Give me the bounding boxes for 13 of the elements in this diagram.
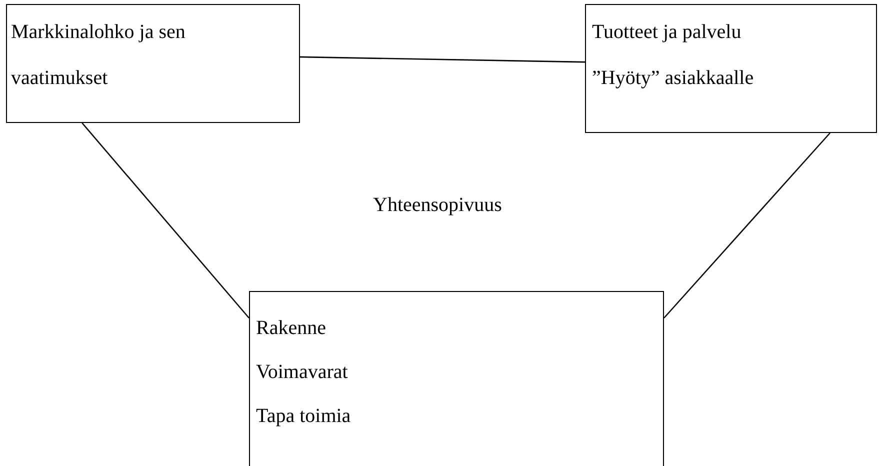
connector-line: [664, 132, 830, 318]
center-label: Yhteensopivuus: [373, 193, 502, 218]
box-text: Tuotteet ja palvelu: [592, 20, 742, 45]
text-box: [585, 4, 877, 133]
text-box: [6, 4, 300, 123]
box-text: Voimavarat: [256, 360, 349, 385]
connector-line: [82, 122, 250, 318]
box-text: Rakenne: [256, 316, 327, 341]
text-box: [249, 291, 664, 466]
box-text: ”Hyöty” asiakkaalle: [592, 66, 755, 91]
box-text: Markkinalohko ja sen vaatimukset: [11, 20, 186, 91]
connector-line: [300, 56, 586, 63]
box-text: Tapa toimia: [256, 404, 352, 429]
